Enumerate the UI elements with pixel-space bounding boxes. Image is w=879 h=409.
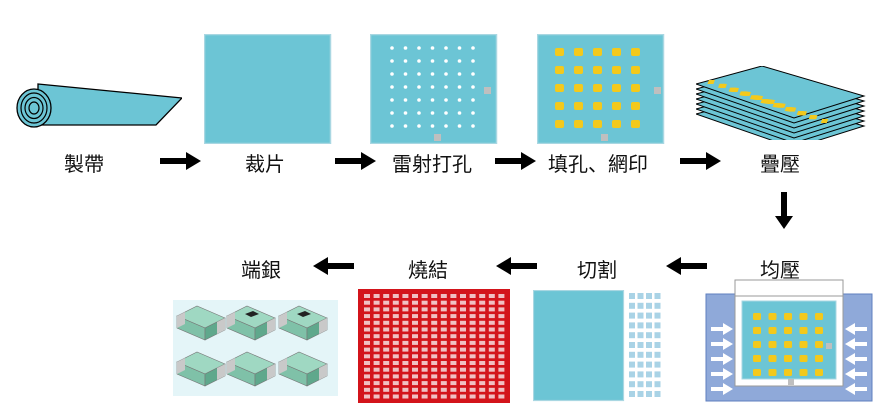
ceramic-chip-icon: [226, 305, 276, 341]
step-label-isostatic-press: 均壓: [760, 258, 800, 282]
alignment-mark: [654, 87, 661, 94]
stacked-sheets: [696, 66, 866, 140]
printed-pad-grid: [753, 313, 823, 376]
ceramic-chip-icon: [226, 351, 276, 387]
arrow-down-icon: [775, 192, 793, 229]
alignment-mark: [484, 87, 491, 94]
diced-sheet: [533, 290, 661, 402]
arrow-right-icon: [495, 152, 536, 170]
arrow-left-icon: [313, 257, 354, 275]
cut-green-sheet: [204, 34, 332, 144]
via-hole-grid: [390, 46, 475, 128]
ceramic-chip-icon: [278, 351, 328, 387]
step-label-dicing: 切割: [577, 258, 617, 282]
ceramic-chip-icon: [176, 351, 226, 387]
printed-pad-grid: [555, 48, 640, 128]
step-label-laser-drilling: 雷射打孔: [392, 152, 472, 176]
step-label-filling-printing: 填孔、網印: [548, 152, 648, 176]
isostatic-press: [705, 279, 873, 402]
arrow-right-icon: [680, 152, 721, 170]
printed-sheet: [537, 34, 665, 144]
step-label-cutting: 裁片: [245, 152, 285, 176]
diced-chip-grid: [629, 293, 661, 397]
drilled-sheet: [370, 34, 498, 144]
sintering-plate: [358, 289, 510, 403]
alignment-mark: [601, 134, 608, 141]
step-label-stacking: 疊壓: [760, 152, 800, 176]
step-label-sintering: 燒結: [408, 258, 448, 282]
arrow-right-icon: [160, 152, 201, 170]
step-label-tape-casting: 製帶: [64, 152, 104, 176]
arrow-left-icon: [666, 257, 707, 275]
tape-roll-icon: [16, 83, 182, 128]
pressure-arrow-icon: [845, 323, 867, 395]
arrow-left-icon: [496, 257, 537, 275]
arrow-right-icon: [335, 152, 376, 170]
terminated-chips: [173, 300, 338, 396]
sintered-chip-grid: [364, 294, 505, 399]
ceramic-chip-icon: [176, 305, 226, 341]
pressure-arrow-icon: [711, 323, 733, 395]
step-label-termination: 端銀: [241, 258, 281, 282]
alignment-mark: [434, 134, 441, 141]
ceramic-chip-icon: [278, 305, 328, 341]
